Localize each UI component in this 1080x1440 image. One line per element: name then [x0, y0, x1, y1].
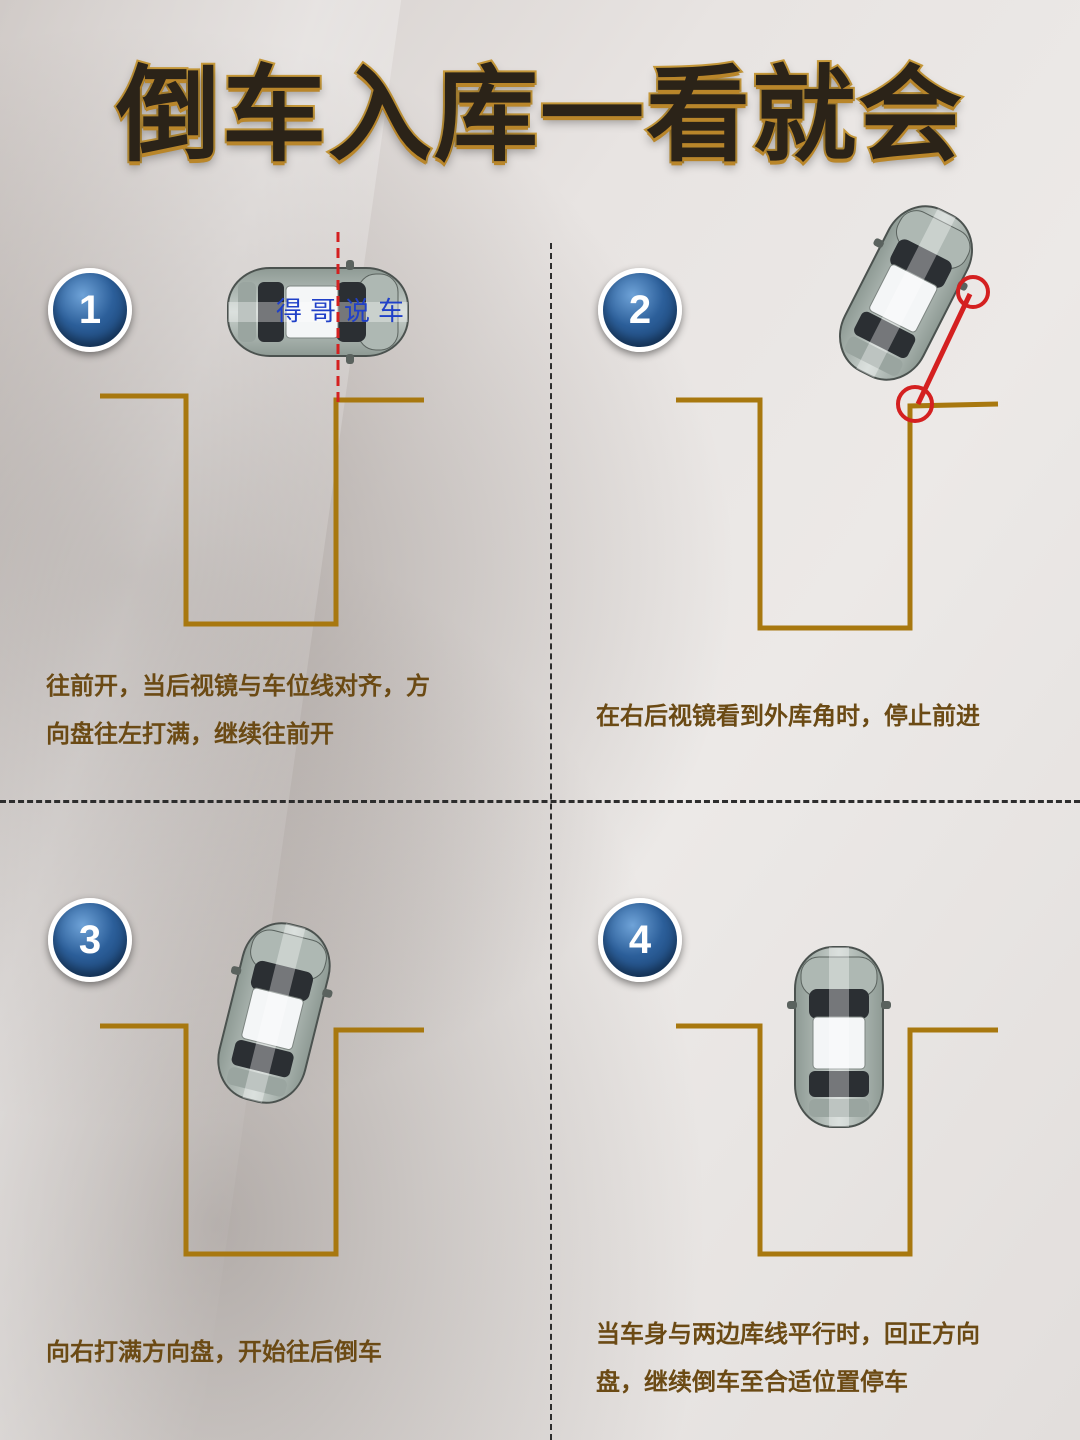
- caption-line: 在右后视镜看到外库角时，停止前进: [596, 702, 980, 730]
- step-4-caption: 当车身与两边库线平行时，回正方向 盘，继续倒车至合适位置停车: [596, 1310, 980, 1406]
- parking-slot-4: [676, 1023, 998, 1257]
- step-1-caption: 往前开，当后视镜与车位线对齐，方 向盘往左打满，继续往前开: [46, 662, 430, 758]
- car-2: [817, 188, 995, 398]
- step-1-badge: 1: [48, 268, 132, 352]
- mirror-marker: [956, 275, 990, 309]
- parking-slot-1: [100, 393, 424, 627]
- car-4: [786, 946, 892, 1128]
- mirror-sight-line: [915, 292, 973, 406]
- watermark-1: 得哥说车: [276, 297, 412, 327]
- vertical-divider: [550, 243, 552, 1440]
- step-3-caption: 向右打满方向盘，开始往后倒车: [46, 1328, 382, 1376]
- parking-slot-3: [100, 1023, 424, 1257]
- caption-line: 盘，继续倒车至合适位置停车: [596, 1368, 908, 1396]
- corner-marker: [896, 385, 934, 423]
- car-3: [200, 912, 348, 1114]
- step-2-caption: 在右后视镜看到外库角时，停止前进: [596, 692, 980, 740]
- caption-line: 往前开，当后视镜与车位线对齐，方: [46, 672, 430, 700]
- step-3-badge: 3: [48, 898, 132, 982]
- step-4-badge: 4: [598, 898, 682, 982]
- step-2-badge: 2: [598, 268, 682, 352]
- caption-line: 向右打满方向盘，开始往后倒车: [46, 1338, 382, 1366]
- parking-slot-2: [676, 397, 999, 631]
- caption-line: 向盘往左打满，继续往前开: [46, 720, 334, 748]
- horizontal-divider: [0, 800, 1080, 803]
- caption-line: 当车身与两边库线平行时，回正方向: [596, 1320, 980, 1348]
- page-title: 倒车入库一看就会: [114, 54, 964, 176]
